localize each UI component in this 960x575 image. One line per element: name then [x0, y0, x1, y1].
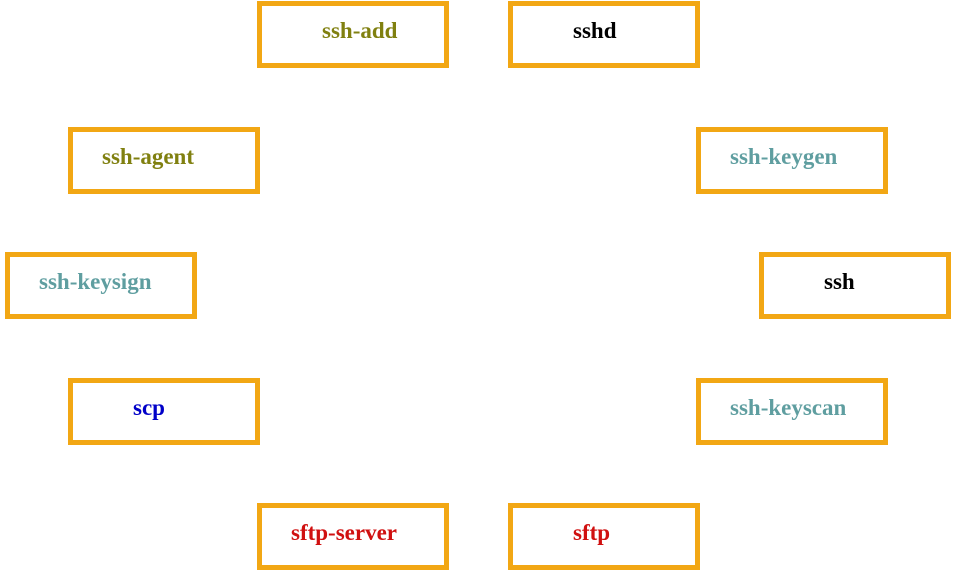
node-label: sftp	[573, 520, 611, 545]
node-sftp-server: sftp-server	[257, 503, 449, 570]
node-label: scp	[133, 395, 165, 420]
node-ssh-keyscan: ssh-keyscan	[696, 378, 888, 445]
node-ssh-keysign: ssh-keysign	[5, 252, 197, 319]
node-label: ssh-agent	[102, 144, 195, 169]
node-label: ssh	[824, 269, 855, 294]
node-sshd: sshd	[508, 1, 700, 68]
node-label: ssh-keysign	[39, 269, 152, 294]
node-label: sftp-server	[291, 520, 398, 545]
node-ssh-agent: ssh-agent	[68, 127, 260, 194]
node-sftp: sftp	[508, 503, 700, 570]
node-scp: scp	[68, 378, 260, 445]
node-label: sshd	[573, 18, 617, 43]
node-ssh: ssh	[759, 252, 951, 319]
node-label: ssh-keyscan	[730, 395, 847, 420]
node-label: ssh-add	[322, 18, 398, 43]
node-ssh-keygen: ssh-keygen	[696, 127, 888, 194]
node-label: ssh-keygen	[730, 144, 838, 169]
node-ssh-add: ssh-add	[257, 1, 449, 68]
